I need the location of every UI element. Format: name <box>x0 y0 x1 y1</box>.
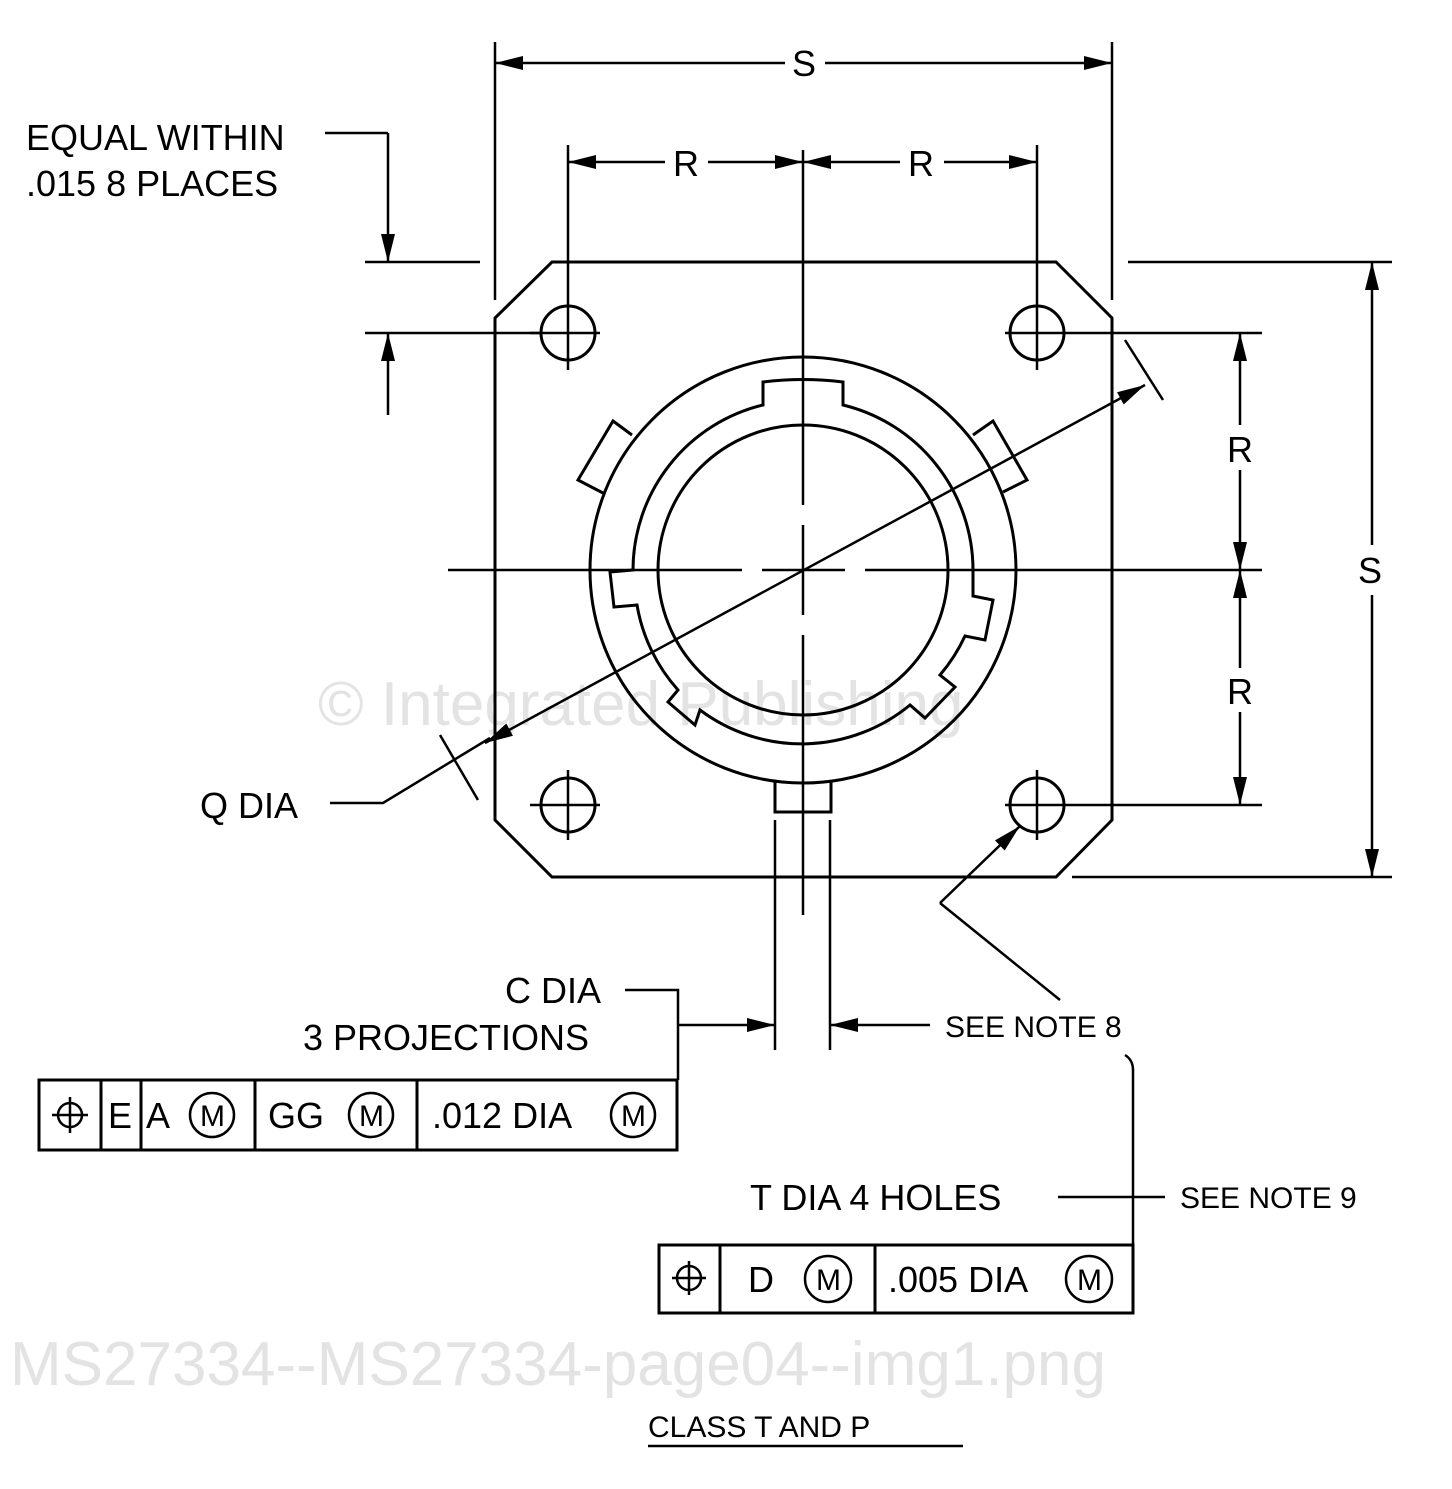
equal-within-tolerance: .015 8 PLACES <box>26 163 278 204</box>
watermark-line-2: MS27334--MS27334-page04--img1.png <box>10 1330 1106 1399</box>
fcf2-datum-d: D <box>748 1259 774 1300</box>
center-lines <box>448 150 1262 1050</box>
mmc-modifier: M <box>816 1264 841 1297</box>
dim-s-top: S <box>792 43 816 84</box>
watermark-line-1: © Integrated Publishing <box>318 670 963 739</box>
mmc-modifier: M <box>359 1100 384 1133</box>
dim-r-right: R <box>908 143 934 184</box>
q-dia-dimension <box>484 383 1146 745</box>
fcf2-tolerance: .005 DIA <box>888 1259 1028 1300</box>
mmc-modifier: M <box>200 1100 225 1133</box>
fcf1-datum-e: E <box>108 1095 132 1136</box>
caption: CLASS T AND P <box>648 1411 870 1444</box>
see-note-9: SEE NOTE 9 <box>1180 1182 1357 1215</box>
mmc-modifier: M <box>1077 1264 1102 1297</box>
see-note-8: SEE NOTE 8 <box>945 1011 1122 1044</box>
equal-within-label: EQUAL WITHIN <box>26 117 285 158</box>
mmc-icon <box>347 1091 395 1139</box>
c-dia-label: C DIA <box>505 970 601 1011</box>
fcf1-datum-gg: GG <box>268 1095 324 1136</box>
projection-tab <box>972 418 1030 494</box>
mounting-holes <box>530 304 1262 840</box>
projections-label: 3 PROJECTIONS <box>303 1017 589 1058</box>
mmc-icon <box>188 1091 236 1139</box>
dim-r-left: R <box>673 143 699 184</box>
t-dia-label: T DIA 4 HOLES <box>750 1177 1001 1218</box>
mmc-icon <box>803 1254 853 1304</box>
mmc-modifier: M <box>621 1100 646 1133</box>
mmc-icon <box>1064 1254 1114 1304</box>
feature-control-frame-1: E A M GG M .012 DIA M <box>37 1078 679 1152</box>
q-dia-label: Q DIA <box>200 785 298 826</box>
dim-r-upper: R <box>1227 429 1253 470</box>
feature-control-frame-2: D M .005 DIA M <box>657 1243 1135 1315</box>
position-icon <box>672 1261 706 1295</box>
fcf1-datum-a: A <box>146 1095 170 1136</box>
dim-r-lower: R <box>1227 671 1253 712</box>
position-icon <box>52 1097 88 1133</box>
dim-s-right: S <box>1358 550 1382 591</box>
mmc-icon <box>609 1091 657 1139</box>
fcf1-tolerance: .012 DIA <box>432 1095 572 1136</box>
